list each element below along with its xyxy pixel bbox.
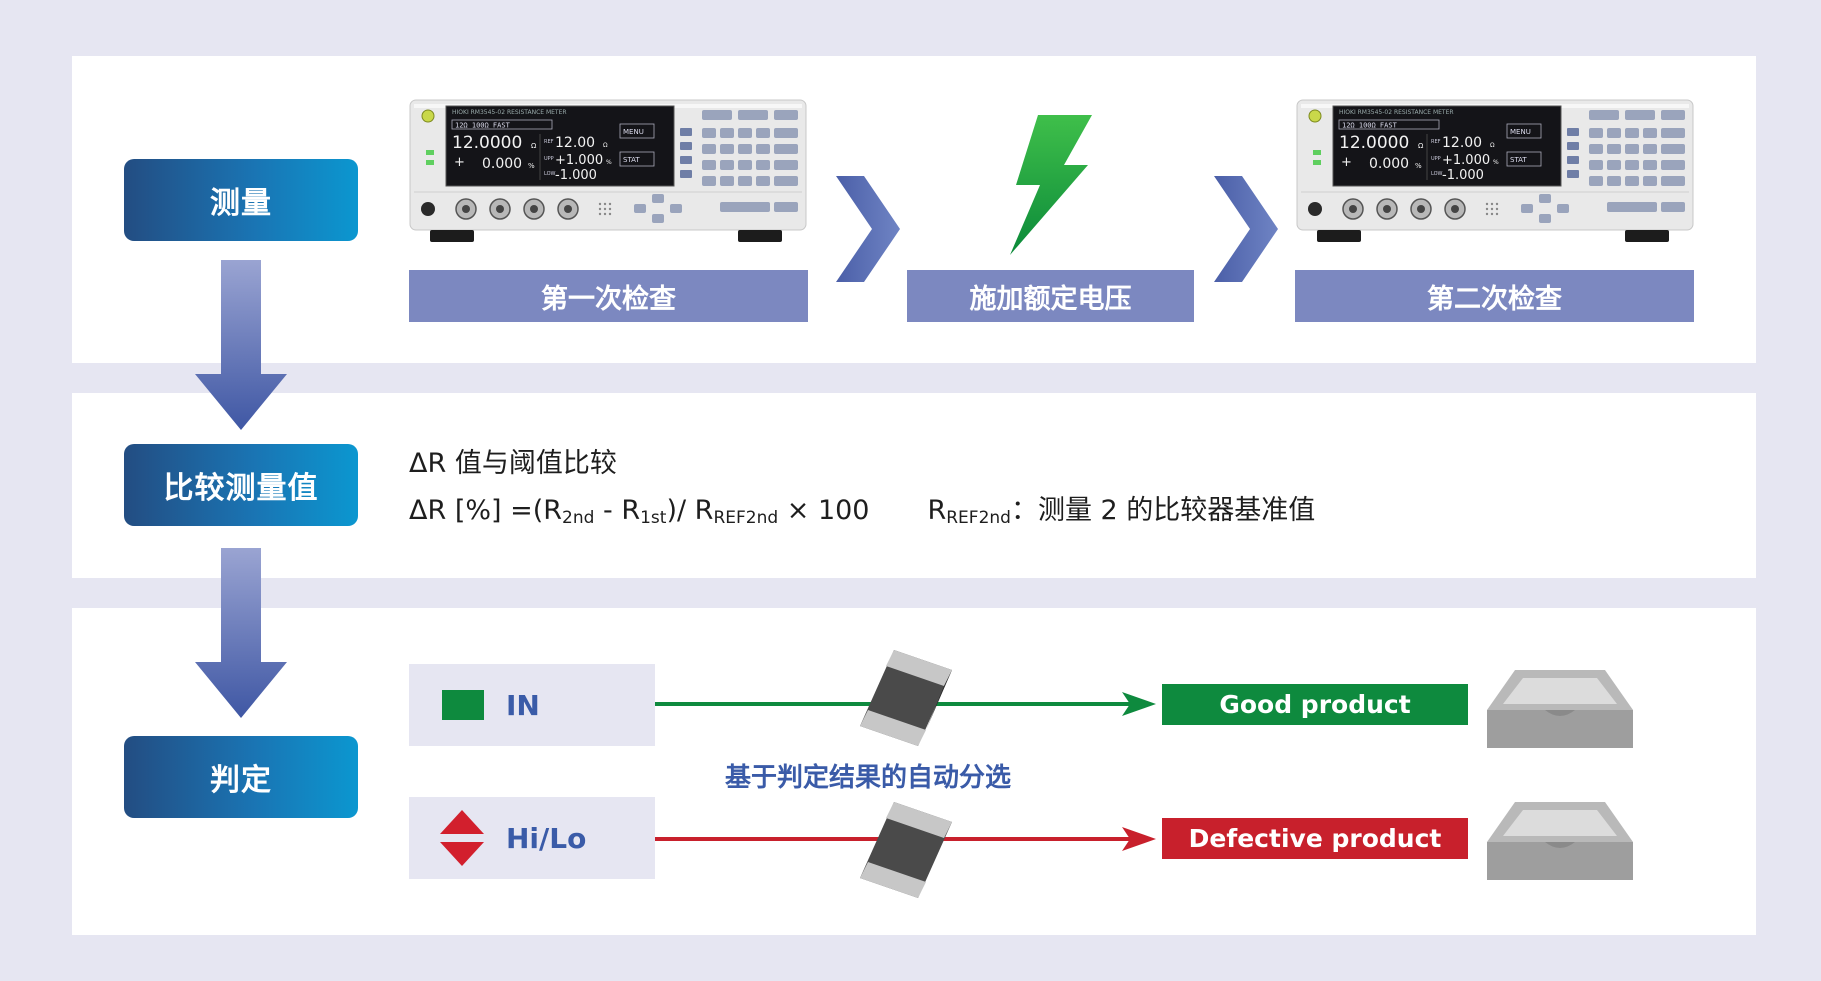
chevron-right-icon [836,176,900,282]
apply-voltage-label: 施加额定电压 [907,270,1194,322]
down-arrow-icon [195,548,287,718]
first-check-label: 第一次检查 [409,270,808,322]
compare-description: ΔR 值与阈值比较 [409,448,617,479]
svg-text:+: + [454,155,465,170]
good-product-label: Good product [1162,684,1468,725]
result-hilo-box: Hi/Lo [409,797,655,879]
auto-sort-caption: 基于判定结果的自动分选 [725,763,1012,793]
formula-part: - R [594,495,641,526]
svg-text:REF: REF [544,139,554,145]
svg-text:12.00: 12.00 [555,135,595,151]
svg-text:LOW: LOW [544,171,556,177]
svg-text:Ω: Ω [531,142,537,150]
result-in-box: IN [409,664,655,746]
tray-icon [1487,670,1633,748]
svg-text:+1.000: +1.000 [1442,153,1490,168]
svg-text:%: % [1415,162,1422,170]
green-square-icon [442,690,484,720]
resistance-meter-image: HIOKI RM3545-02 RESISTANCE METER 12Ω 100… [409,99,807,242]
svg-text:+1.000: +1.000 [555,153,603,168]
svg-text:-1.000: -1.000 [555,168,597,183]
arrowhead-icon [1122,827,1156,851]
in-label: IN [506,688,540,722]
lightning-bolt-icon [1010,115,1092,255]
step-compare: 比较测量值 [124,444,358,526]
defective-product-label: Defective product [1162,818,1468,859]
svg-text:MENU: MENU [1510,128,1531,136]
formula-subscript: 1st [640,508,667,528]
step-judge: 判定 [124,736,358,818]
tray-icon [1487,802,1633,880]
svg-text:STAT: STAT [1510,156,1527,164]
ref-symbol: R [927,495,947,526]
svg-text:LOW: LOW [1431,171,1443,177]
hilo-label: Hi/Lo [506,821,587,855]
formula-subscript: 2nd [562,508,595,528]
svg-text:REF: REF [1431,139,1441,145]
chip-resistor-icon [860,650,952,746]
chip-resistor-icon [860,802,952,898]
second-check-label: 第二次检查 [1295,270,1694,322]
svg-text:Ω: Ω [1490,142,1495,149]
svg-text:0.000: 0.000 [482,156,522,172]
svg-text:%: % [1493,159,1499,166]
svg-text:MENU: MENU [623,128,644,136]
svg-text:12.0000: 12.0000 [1339,133,1409,153]
svg-text:Ω: Ω [603,142,608,149]
step-measure: 测量 [124,159,358,241]
ref-subscript: REF2nd [946,508,1011,528]
svg-text:Ω: Ω [1418,142,1424,150]
svg-text:-1.000: -1.000 [1442,168,1484,183]
chevron-right-icon [1214,176,1278,282]
svg-text:STAT: STAT [623,156,640,164]
svg-text:12.00: 12.00 [1442,135,1482,151]
svg-text:HIOKI RM3545-02 RESISTANCE M: HIOKI RM3545-02 RESISTANCE METER [452,109,567,116]
svg-text:+: + [1341,155,1352,170]
formula-part: )/ R [666,495,714,526]
svg-text:0.000: 0.000 [1369,156,1409,172]
svg-text:12Ω 100Ω FAST: 12Ω 100Ω FAST [455,122,511,130]
up-down-triangle-icon [440,810,484,866]
ref-description: ：测量 2 的比较器基准值 [1010,495,1316,526]
down-arrow-icon [195,260,287,430]
svg-text:UPP: UPP [1431,156,1441,162]
arrowhead-icon [1122,692,1156,716]
svg-text:%: % [528,162,535,170]
svg-text:12Ω 100Ω FAST: 12Ω 100Ω FAST [1342,122,1398,130]
svg-text:12.0000: 12.0000 [452,133,522,153]
resistance-meter-image: HIOKI RM3545-02 RESISTANCE METER 12Ω 100… [1296,99,1694,242]
svg-text:HIOKI RM3545-02 RESISTANCE M: HIOKI RM3545-02 RESISTANCE METER [1339,109,1454,116]
formula-part: × 100 [778,495,870,526]
svg-text:UPP: UPP [544,156,554,162]
formula-part: ΔR [%] =(R [409,495,563,526]
formula-subscript: REF2nd [713,508,779,528]
svg-text:%: % [606,159,612,166]
